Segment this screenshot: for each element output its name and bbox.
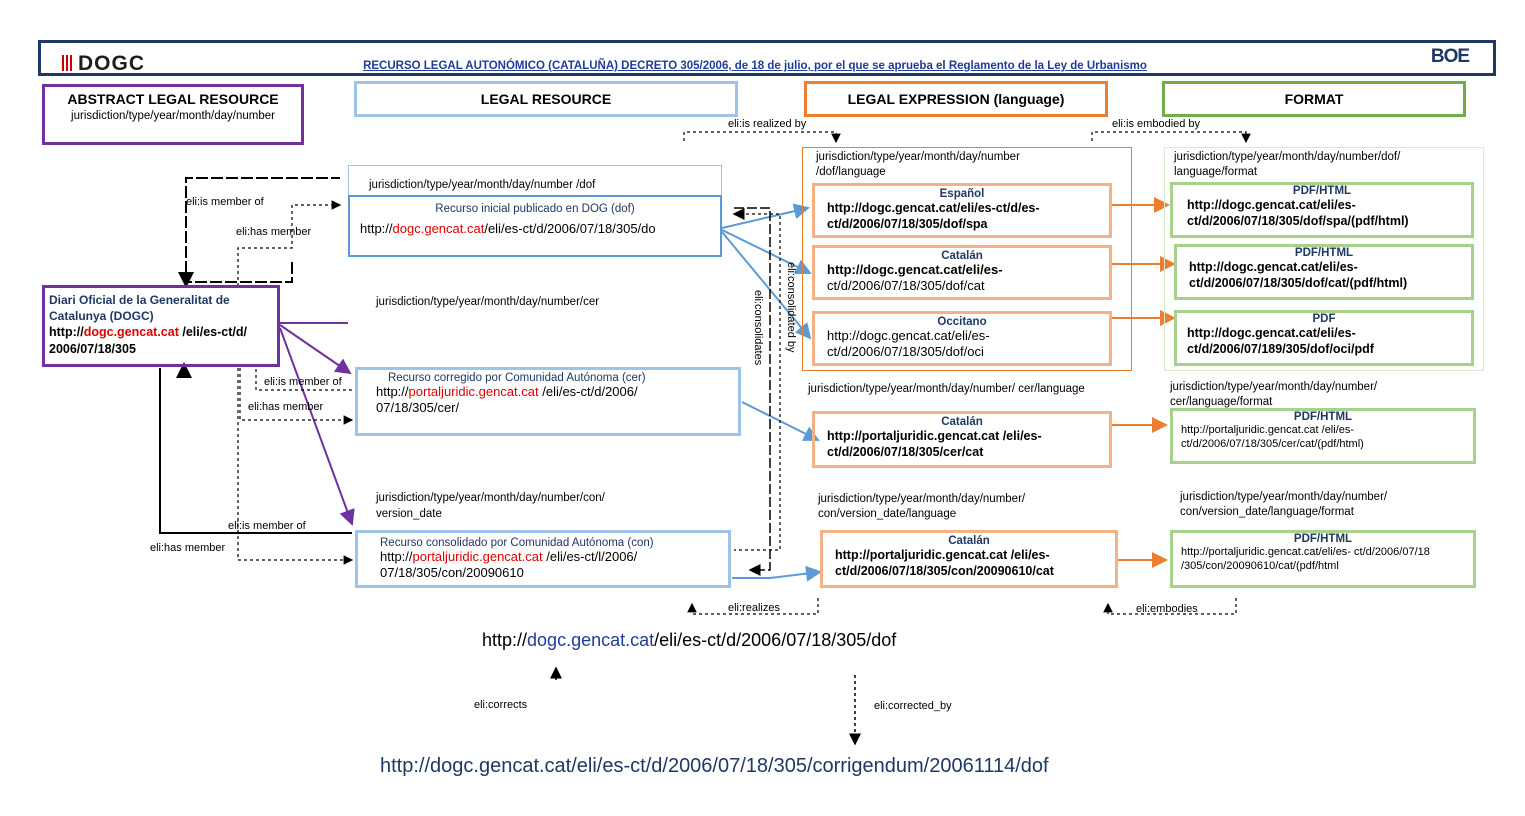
dof-pattern-box: jurisdiction/type/year/month/day/number … <box>348 165 722 195</box>
embodies-label: eli:embodies <box>1136 603 1198 615</box>
purple-arrows <box>279 322 355 526</box>
fmt-f5-box: PDF/HTML http://portaljuridic.gencat.cat… <box>1170 530 1476 588</box>
expr-con-cat-lang: Catalán <box>948 535 990 547</box>
dof-format-group <box>1164 147 1484 371</box>
boe-logo: BOE <box>1430 46 1470 67</box>
fmt-f2-box: PDF/HTML http://dogc.gencat.cat/eli/es- … <box>1174 244 1474 300</box>
is-member-of-label-3: eli:is member of <box>228 520 306 532</box>
fmt-f5-url: http://portaljuridic.gencat.cat/eli/es- … <box>1181 546 1430 572</box>
expr-dof-oci-lang: Occitano <box>937 316 987 328</box>
fmt-f2-label: PDF/HTML <box>1294 247 1354 259</box>
dof-url: http://dogc.gencat.cat/eli/es-ct/d/2006/… <box>360 221 656 236</box>
bottom-url-corrigendum: http://dogc.gencat.cat/eli/es-ct/d/2006/… <box>380 755 1049 777</box>
fmt-dof-pattern: jurisdiction/type/year/month/day/number/… <box>1174 151 1401 178</box>
expr-dof-cat-lang: Catalán <box>941 250 983 262</box>
cer-url: http://portaljuridic.gencat.cat /eli/es-… <box>376 384 638 415</box>
consolidates-label: eli:consolidates <box>752 290 764 366</box>
corrected-by-label: eli:corrected_by <box>874 700 952 712</box>
is-embodied-by-label: eli:is embodied by <box>1112 118 1201 130</box>
expr-con-cat-box: Catalán http://portaljuridic.gencat.cat … <box>820 530 1118 588</box>
legal-expression-header: LEGAL EXPRESSION (language) <box>804 81 1108 117</box>
dogc-title: Diari Oficial de la Generalitat de Catal… <box>49 293 230 323</box>
fmt-f1-box: PDF/HTML http://dogc.gencat.cat/eli/es- … <box>1170 182 1474 238</box>
con-pattern: jurisdiction/type/year/month/day/number/… <box>376 492 605 520</box>
cer-pattern: jurisdiction/type/year/month/day/number/… <box>376 296 600 308</box>
expr-cer-cat-lang: Catalán <box>941 416 983 428</box>
abstract-legal-resource-box: ABSTRACT LEGAL RESOURCE jurisdiction/typ… <box>42 84 304 145</box>
fmt-f1-url: http://dogc.gencat.cat/eli/es- ct/d/2006… <box>1187 198 1409 228</box>
is-member-of-label-2: eli:is member of <box>264 376 342 388</box>
fmt-f4-box: PDF/HTML http://portaljuridic.gencat.cat… <box>1170 408 1476 464</box>
expr-dof-oci-url: http://dogc.gencat.cat/eli/es- ct/d/2006… <box>827 328 990 359</box>
fmt-f3-label: PDF <box>1312 313 1336 325</box>
bottom-url-dof: http://dogc.gencat.cat/eli/es-ct/d/2006/… <box>482 630 897 650</box>
format-header: FORMAT <box>1162 81 1466 117</box>
dogc-member-box: Diari Oficial de la Generalitat de Catal… <box>42 285 280 367</box>
expr-con-cat-url: http://portaljuridic.gencat.cat /eli/es-… <box>835 548 1054 578</box>
is-member-of-label-1: eli:is member of <box>186 196 264 208</box>
expr-dof-cat-url: http://dogc.gencat.cat/eli/es-ct/d/2006/… <box>827 262 1003 293</box>
corrects-label: eli:corrects <box>474 699 528 711</box>
fmt-f4-url: http://portaljuridic.gencat.cat /eli/es-… <box>1181 424 1364 450</box>
expr-cer-pattern: jurisdiction/type/year/month/day/number/… <box>808 383 1085 395</box>
fmt-f3-box: PDF http://dogc.gencat.cat/eli/es- ct/d/… <box>1174 310 1474 366</box>
fmt-f3-url: http://dogc.gencat.cat/eli/es- ct/d/2006… <box>1187 326 1374 356</box>
expr-dof-cat-box: Catalán http://dogc.gencat.cat/eli/es-ct… <box>812 245 1112 300</box>
expr-dof-oci-box: Occitano http://dogc.gencat.cat/eli/es- … <box>812 311 1112 366</box>
abstract-pattern: jurisdiction/type/year/month/day/number <box>71 110 275 122</box>
has-member-label-3: eli:has member <box>150 542 226 554</box>
dof-expression-group <box>802 147 1132 371</box>
fmt-f5-label: PDF/HTML <box>1293 533 1353 545</box>
orange-arrows <box>1112 197 1176 568</box>
consolidated-by-label: eli:consolidated by <box>785 262 797 353</box>
expr-cer-cat-box: Catalán http://portaljuridic.gencat.cat … <box>812 411 1112 468</box>
cer-resource-box: Recurso corregido por Comunidad Autónoma… <box>355 367 741 436</box>
black-connectors <box>159 131 1251 746</box>
cer-caption: Recurso corregido por Comunidad Autónoma… <box>388 372 646 384</box>
expr-dof-pattern: jurisdiction/type/year/month/day/number … <box>816 151 1020 178</box>
fmt-cer-pattern: jurisdiction/type/year/month/day/number/… <box>1170 381 1378 408</box>
expr-dof-spa-url: http://dogc.gencat.cat/eli/es-ct/d/es-ct… <box>827 201 1040 231</box>
expr-con-pattern: jurisdiction/type/year/month/day/number/… <box>818 493 1026 520</box>
legal-resource-header: LEGAL RESOURCE <box>354 81 738 117</box>
is-realized-by-label: eli:is realized by <box>728 118 807 130</box>
expr-cer-cat-url: http://portaljuridic.gencat.cat /eli/es-… <box>827 429 1042 459</box>
fmt-f2-url: http://dogc.gencat.cat/eli/es- ct/d/2006… <box>1189 260 1408 290</box>
dof-caption: Recurso inicial publicado en DOG (dof) <box>435 203 635 215</box>
expr-dof-spa-lang: Español <box>939 188 985 200</box>
fmt-f4-label: PDF/HTML <box>1293 411 1353 423</box>
fmt-con-pattern: jurisdiction/type/year/month/day/number/… <box>1180 491 1388 518</box>
has-member-label-1: eli:has member <box>236 226 312 238</box>
dof-pattern: jurisdiction/type/year/month/day/number … <box>369 179 596 191</box>
realizes-label: eli:realizes <box>728 602 780 614</box>
header-frame <box>38 40 1496 76</box>
dof-resource-box: Recurso inicial publicado en DOG (dof) h… <box>348 195 722 257</box>
header-title: RECURSO LEGAL AUTONÓMICO (CATALUÑA) DECR… <box>363 60 1147 72</box>
con-caption: Recurso consolidado por Comunidad Autóno… <box>380 537 654 549</box>
fmt-f1-label: PDF/HTML <box>1292 185 1352 197</box>
abstract-title: ABSTRACT LEGAL RESOURCE <box>67 91 279 107</box>
dogc-url: http://dogc.gencat.cat /eli/es-ct/d/ 200… <box>49 325 247 356</box>
expr-dof-spa-box: Español http://dogc.gencat.cat/eli/es-ct… <box>812 183 1112 238</box>
has-member-label-2: eli:has member <box>248 401 324 413</box>
con-resource-box: Recurso consolidado por Comunidad Autóno… <box>355 530 731 588</box>
con-url: http://portaljuridic.gencat.cat /eli/es-… <box>380 549 638 580</box>
dogc-logo: DOGC <box>62 52 145 76</box>
